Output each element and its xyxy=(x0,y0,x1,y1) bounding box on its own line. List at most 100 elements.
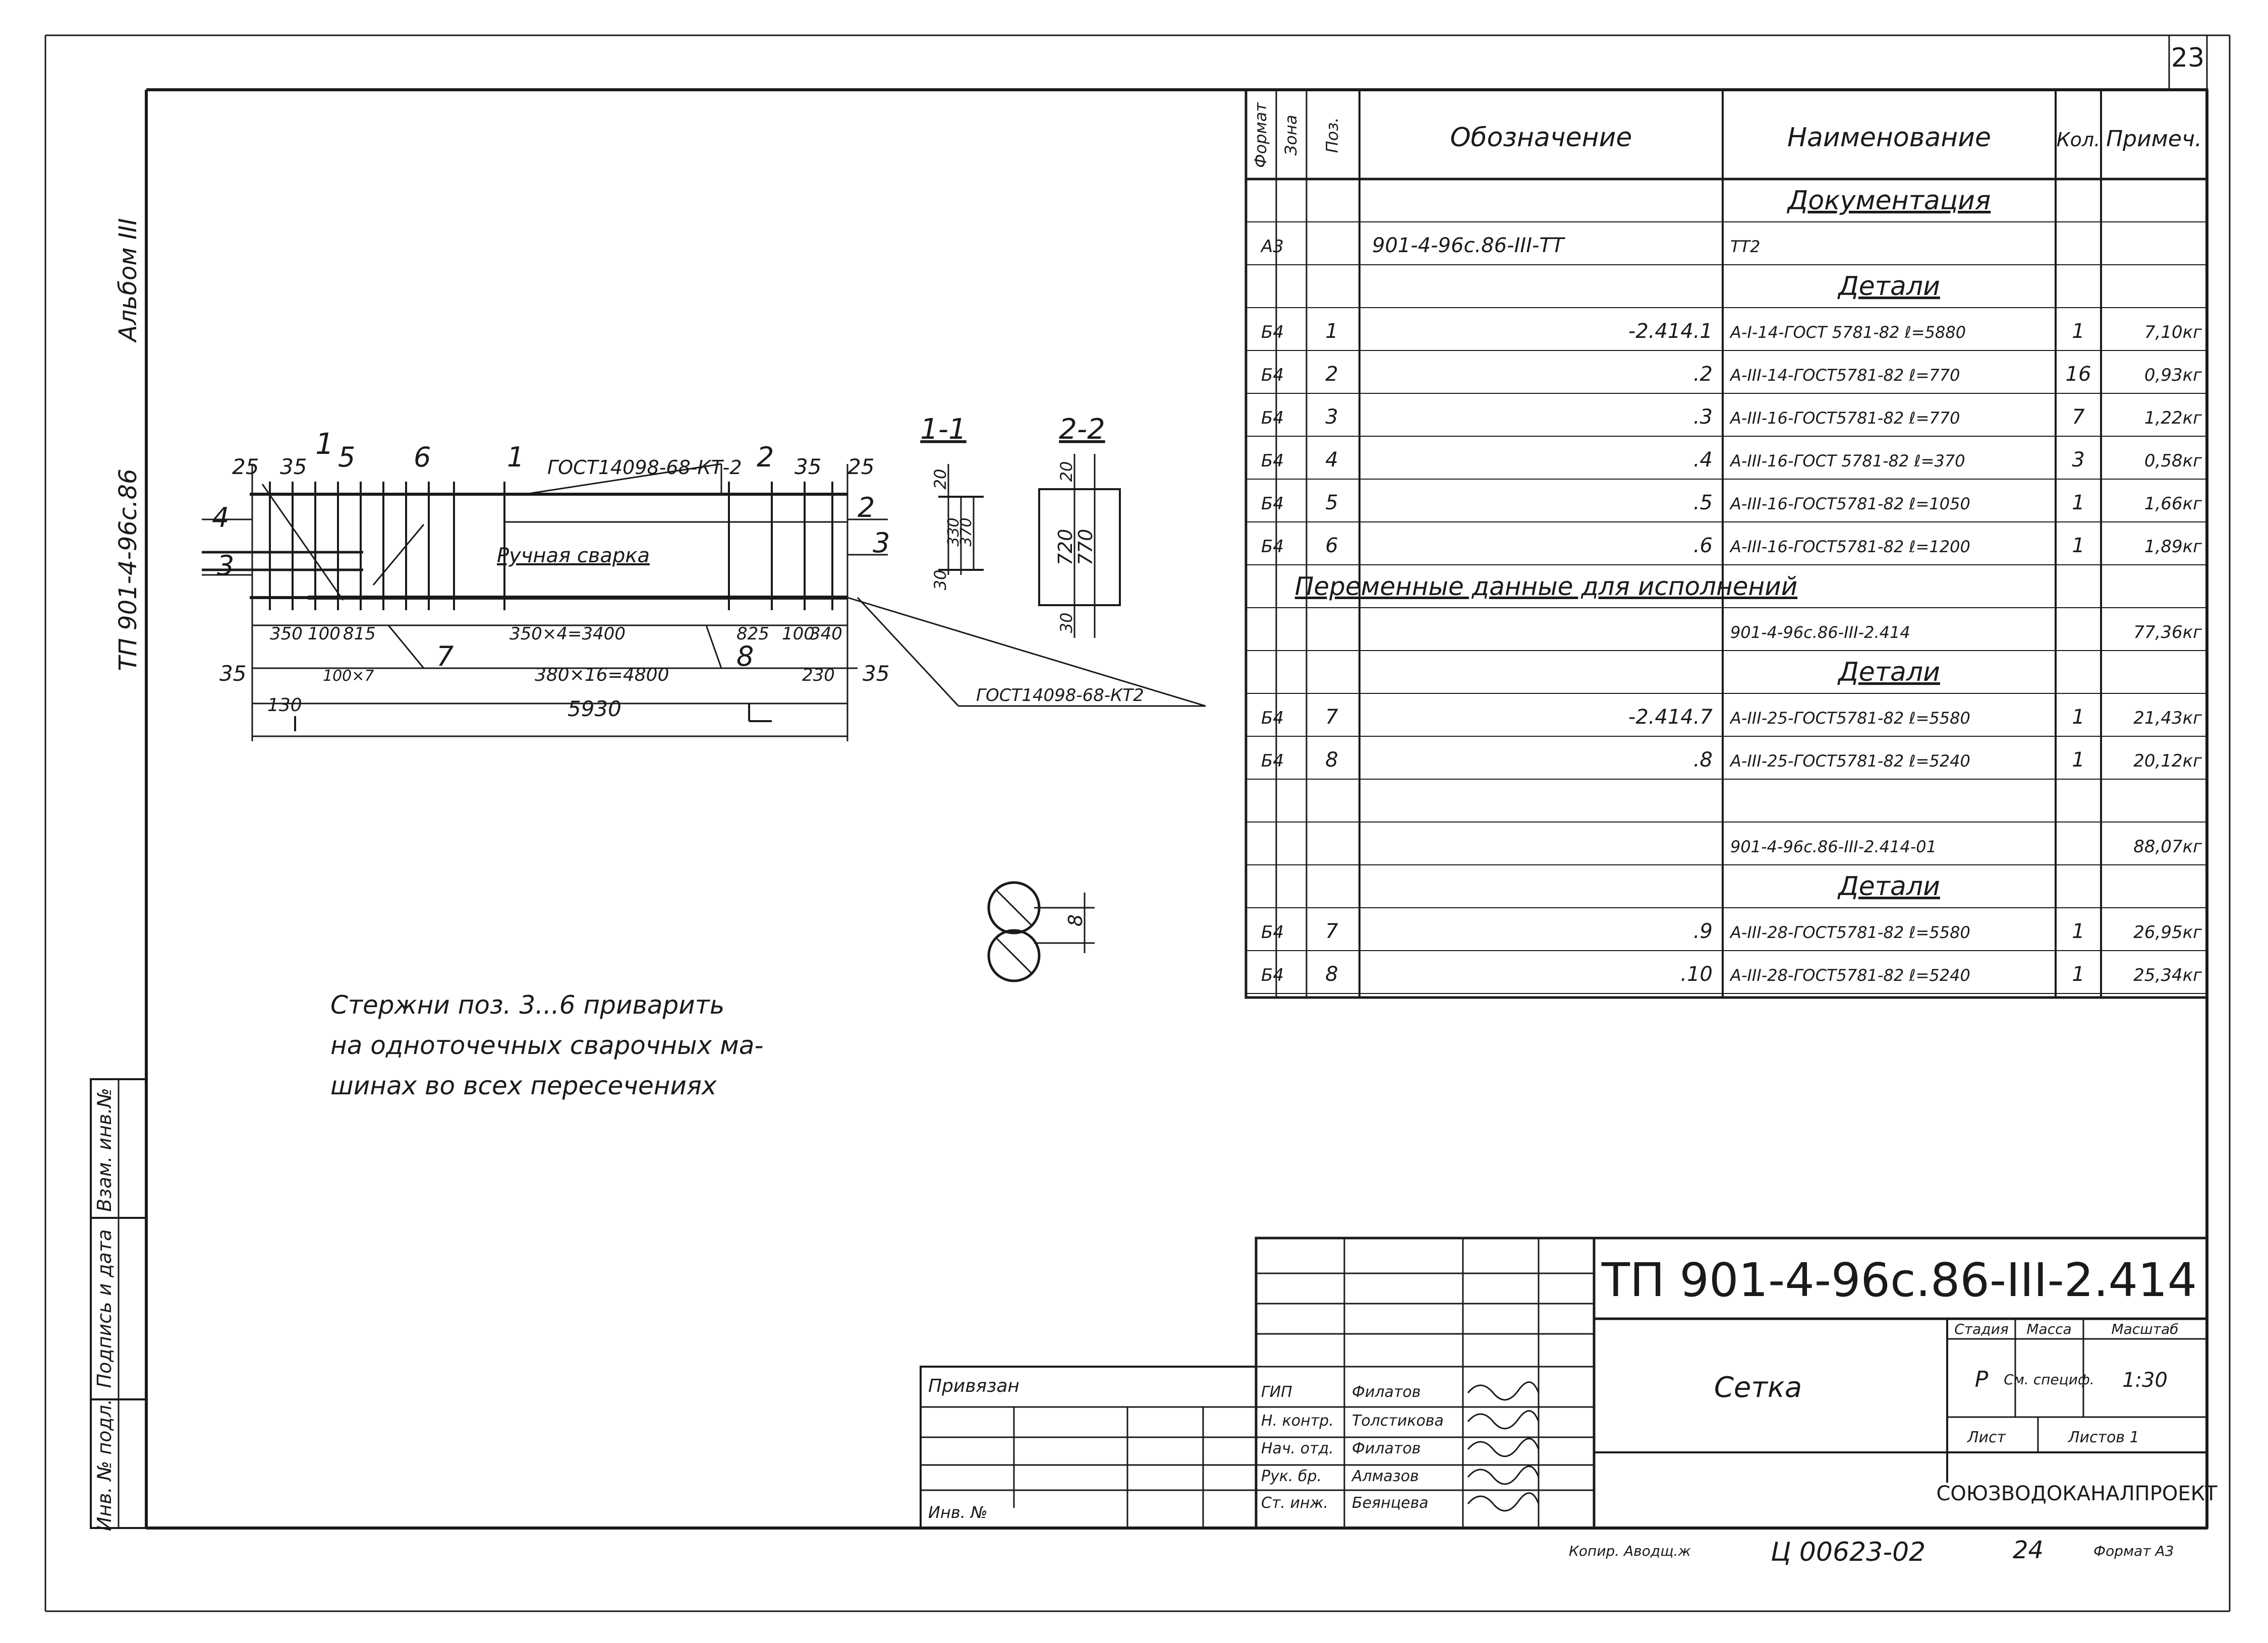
role-title: Рук. бр. xyxy=(1261,1468,1322,1485)
mesh-labels: 25 35 1 5 6 1 ГОСТ14098-68-КТ-2 2 35 25 … xyxy=(212,427,1144,721)
spec-cell-qty: 16 xyxy=(2066,363,2091,386)
mesh-drawing xyxy=(202,463,1206,741)
spec-cell-qty: 1 xyxy=(2072,491,2084,514)
spec-cell-pos: 8 xyxy=(1325,748,1338,772)
spec-cell-format: Б4 xyxy=(1261,322,1284,342)
dim-35-left: 35 xyxy=(280,454,307,479)
header-pos: Поз. xyxy=(1323,118,1342,153)
spec-cell-format: Б4 xyxy=(1261,365,1284,385)
spec-cell-pos: 6 xyxy=(1325,534,1338,557)
header-note: Примеч. xyxy=(2106,126,2202,152)
spec-cell-format: Б4 xyxy=(1261,494,1284,514)
s2-dim-770: 770 xyxy=(1074,529,1097,566)
dim-815: 815 xyxy=(343,624,376,644)
spec-cell-qty: 1 xyxy=(2072,963,2084,986)
spec-cell-designation: .2 xyxy=(1693,363,1713,386)
spec-cell-qty: 3 xyxy=(2072,448,2084,472)
s1-dim-20: 20 xyxy=(931,469,950,490)
sheet-header: Лист xyxy=(1967,1429,2007,1446)
spec-cell-format: Б4 xyxy=(1261,751,1284,771)
rod-weld-detail: 8 xyxy=(987,881,1095,982)
title-designation: ТП 901-4-96с.86-III-2.414 xyxy=(1601,1253,2197,1307)
gost-top: ГОСТ14098-68-КТ-2 xyxy=(547,456,742,479)
pos-2-top: 2 xyxy=(757,441,774,473)
spec-cell-designation: .3 xyxy=(1693,405,1713,429)
spec-cell-pos: 4 xyxy=(1325,448,1338,472)
dim-25-right: 25 xyxy=(847,454,874,479)
role-title: Ст. инж. xyxy=(1261,1494,1328,1512)
spec-cell-note: 21,43кг xyxy=(2133,708,2202,728)
spec-cell-pos: 7 xyxy=(1325,920,1338,943)
spec-cell-designation: .5 xyxy=(1693,491,1713,514)
copied-label: Копир. Аводщ.ж xyxy=(1569,1543,1691,1559)
spec-cell-format: Б4 xyxy=(1261,922,1284,943)
spec-cell-name: А-I-14-ГОСТ 5781-82 ℓ=5880 xyxy=(1729,323,1966,342)
variable-data-title: Переменные данные для исполнений xyxy=(1295,572,1797,601)
spec-cell-designation: 901-4-96с.86-III-ТТ xyxy=(1372,234,1566,257)
spec-cell-name: 901-4-96с.86-III-2.414-01 xyxy=(1730,837,1937,856)
inv-orig-label: Инв. № подл. xyxy=(93,1399,116,1531)
s1-dim-30: 30 xyxy=(931,570,950,591)
role-title: Н. контр. xyxy=(1261,1412,1334,1430)
pos-8: 8 xyxy=(736,640,754,672)
pos-1-b: 1 xyxy=(507,441,524,473)
spec-cell-pos: 3 xyxy=(1325,405,1338,429)
pos-2-right: 2 xyxy=(858,492,875,523)
spec-cell-pos: 5 xyxy=(1325,491,1338,514)
title-name: Сетка xyxy=(1714,1371,1802,1404)
spec-cell-name: А-III-28-ГОСТ5781-82 ℓ=5580 xyxy=(1729,923,1970,942)
note-block: Стержни поз. 3...6 приварить на одноточе… xyxy=(330,990,763,1100)
spec-cell-note: 7,10кг xyxy=(2144,322,2202,342)
spec-cell-note: 0,58кг xyxy=(2144,451,2202,471)
spec-cell-pos: 7 xyxy=(1325,706,1338,729)
spec-cell-note: 0,93кг xyxy=(2144,365,2202,385)
spec-cell-note: 1,89кг xyxy=(2144,537,2202,557)
spec-cell-name: Детали xyxy=(1837,657,1940,687)
dim-100-a: 100 xyxy=(308,624,341,644)
s2-dim-720: 720 xyxy=(1054,529,1076,566)
mass-header: Масса xyxy=(2026,1321,2071,1337)
spec-cell-name: А-III-16-ГОСТ5781-82 ℓ=770 xyxy=(1729,408,1960,428)
replace-inv-label: Взам. инв.№ xyxy=(93,1088,116,1212)
dim-825: 825 xyxy=(736,624,769,644)
spec-cell-designation: -2.414.7 xyxy=(1628,706,1713,729)
scale-value: 1:30 xyxy=(2122,1369,2168,1392)
spec-cell-designation: .10 xyxy=(1680,963,1713,986)
dim-380x16: 380×16=4800 xyxy=(535,665,669,685)
spec-table: Формат Зона Поз. Обозначение Наименовани… xyxy=(1244,88,2208,999)
inv-label: Инв. № xyxy=(928,1503,987,1522)
album-label: Альбом III xyxy=(114,218,142,343)
role-title: Нач. отд. xyxy=(1261,1440,1334,1457)
footer: Копир. Аводщ.ж Ц 00623-02 24 Формат А3 xyxy=(1569,1536,2174,1567)
role-person: Алмазов xyxy=(1351,1468,1419,1485)
spec-cell-name: А-III-25-ГОСТ5781-82 ℓ=5240 xyxy=(1729,751,1970,771)
spec-cell-format: Б4 xyxy=(1261,965,1284,985)
header-format: Формат xyxy=(1251,102,1270,168)
pos-6: 6 xyxy=(414,441,431,473)
format-label: Формат А3 xyxy=(2093,1543,2174,1559)
header-name: Наименование xyxy=(1787,123,1991,153)
hand-weld-label: Ручная сварка xyxy=(497,544,650,567)
spec-cell-name: ТТ2 xyxy=(1730,237,1760,256)
note-line-3: шинах во всех пересечениях xyxy=(330,1071,717,1100)
signature-mark xyxy=(1467,1381,1540,1401)
dim-25-left: 25 xyxy=(232,454,259,479)
spec-cell-name: Документация xyxy=(1787,186,1991,216)
stage-value: Р xyxy=(1975,1367,1989,1392)
left-strip: Альбом III ТП 901-4-96с.86 Взам. инв.№ П… xyxy=(90,218,147,1531)
dim-100-b: 100 xyxy=(782,624,815,644)
dim-35-c: 35 xyxy=(863,661,889,686)
header-zone: Зона xyxy=(1281,115,1300,156)
spec-cell-qty: 7 xyxy=(2072,405,2085,429)
spec-cell-format: Б4 xyxy=(1261,537,1284,557)
s1-dim-370: 370 xyxy=(957,517,975,546)
pos-7: 7 xyxy=(436,640,453,672)
spec-cell-format: А3 xyxy=(1260,237,1284,257)
spec-cell-note: 1,22кг xyxy=(2144,408,2202,428)
note-line-1: Стержни поз. 3...6 приварить xyxy=(330,990,724,1020)
spec-cell-pos: 2 xyxy=(1325,363,1338,386)
sheet-number: 23 xyxy=(2171,43,2204,73)
section-2-2: 2-2 20 720 770 30 xyxy=(1038,413,1121,638)
